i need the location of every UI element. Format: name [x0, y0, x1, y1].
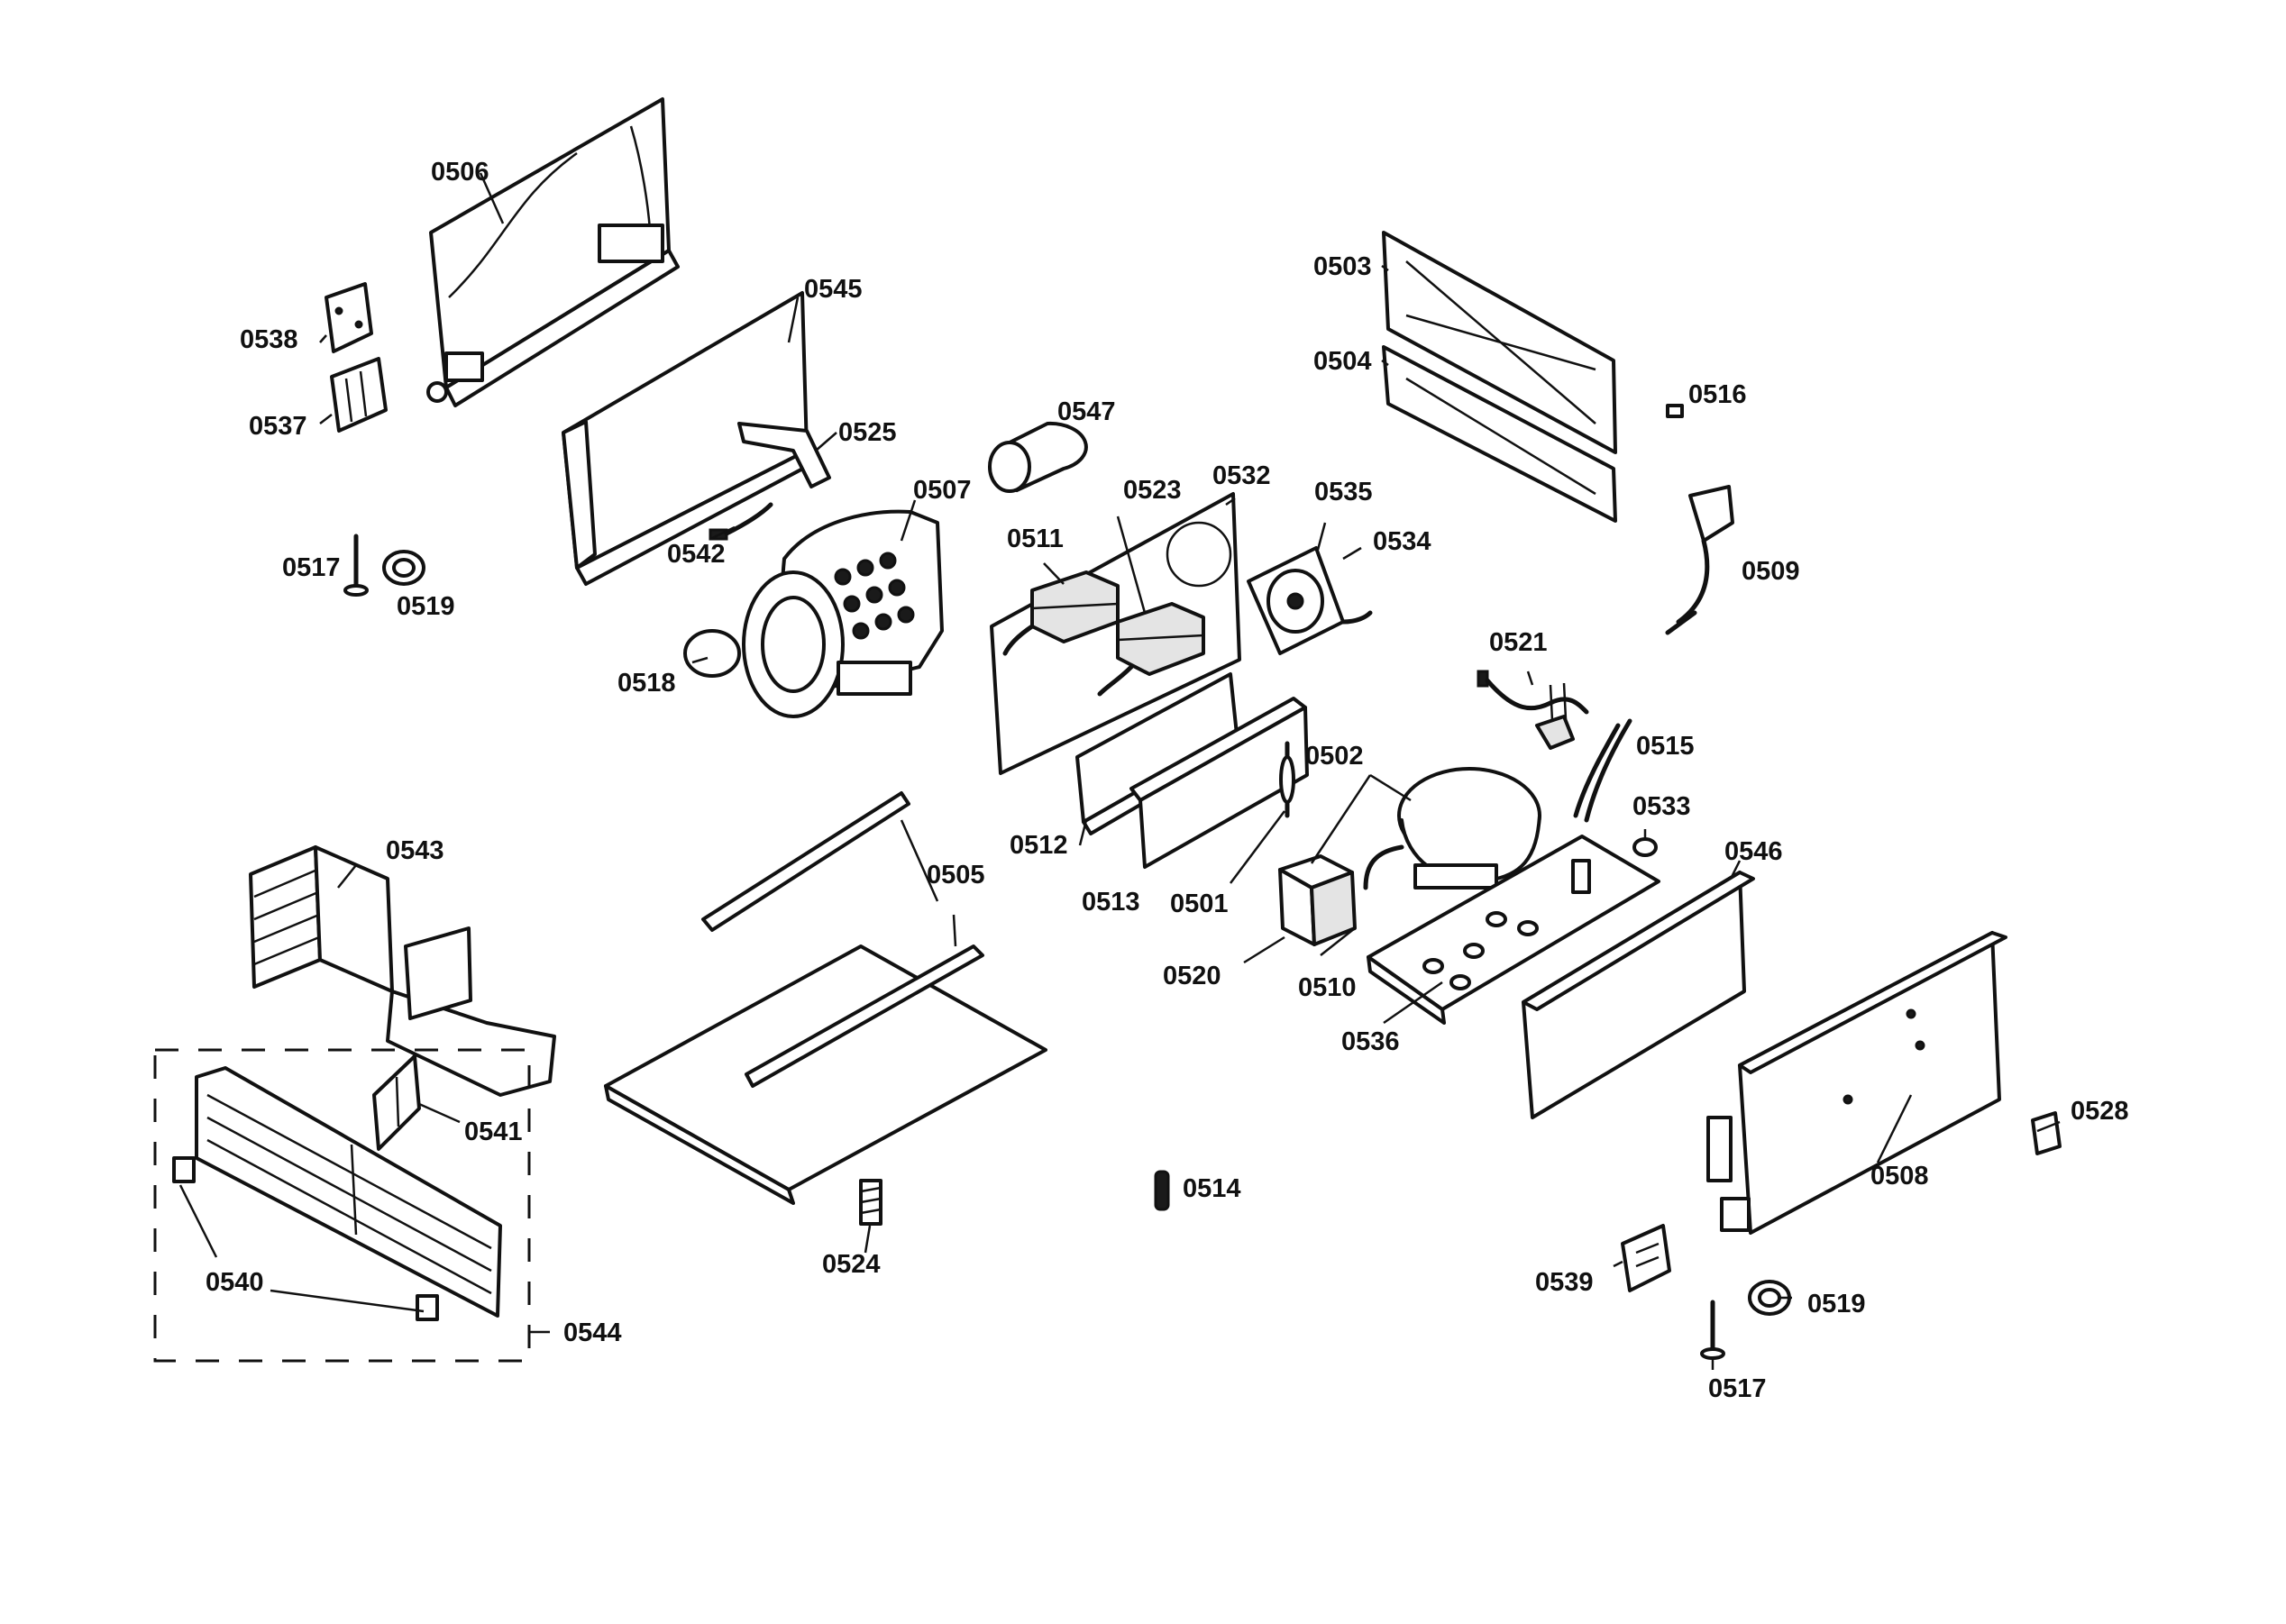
label-0501: 0501 [1170, 890, 1229, 918]
label-0515: 0515 [1636, 732, 1695, 761]
label-0543: 0543 [386, 836, 444, 865]
part-0520-box [1278, 854, 1357, 946]
label-0508: 0508 [1870, 1162, 1929, 1191]
part-0506-rear-panel [426, 97, 680, 407]
label-0536: 0536 [1341, 1027, 1400, 1056]
label-0524: 0524 [822, 1250, 881, 1279]
label-0502: 0502 [1305, 742, 1364, 771]
label-0517-right: 0517 [1708, 1374, 1767, 1403]
part-0537-hinge [330, 357, 388, 433]
label-0504: 0504 [1313, 347, 1372, 376]
part-0547-cylinder [988, 421, 1088, 493]
part-0518-gasket [683, 629, 741, 678]
label-0544: 0544 [563, 1318, 622, 1347]
part-0504-lower-panel [1382, 345, 1617, 523]
label-0540: 0540 [206, 1268, 264, 1297]
label-0511: 0511 [1007, 525, 1064, 553]
part-0517-screw-right [1700, 1300, 1725, 1360]
part-0517-screw-left [343, 534, 369, 597]
label-0546: 0546 [1724, 837, 1783, 866]
label-0534: 0534 [1373, 527, 1431, 556]
part-0501-drier [1279, 741, 1295, 818]
label-0533: 0533 [1632, 792, 1691, 821]
part-0533-nut [1632, 837, 1658, 857]
label-0532: 0532 [1212, 461, 1271, 490]
part-0515-tube [1573, 718, 1632, 823]
part-0541-bracket [372, 1054, 421, 1151]
part-0521-relay [1477, 670, 1589, 750]
part-0540-clip-b [416, 1294, 439, 1321]
label-0523: 0523 [1123, 476, 1182, 505]
label-0519-left: 0519 [397, 592, 455, 621]
part-0543-front-grille [249, 845, 556, 1097]
label-0535: 0535 [1314, 478, 1373, 506]
part-0538-bracket [325, 282, 373, 353]
assembly-0544-dashed-box [153, 1048, 531, 1363]
label-0512: 0512 [1010, 831, 1068, 860]
label-0514: 0514 [1183, 1174, 1241, 1203]
label-0525: 0525 [838, 418, 897, 447]
label-0541: 0541 [464, 1118, 523, 1146]
label-0547: 0547 [1057, 397, 1116, 426]
label-0516: 0516 [1688, 380, 1747, 409]
part-0516-clip [1666, 404, 1684, 418]
part-0503-top-panel [1382, 231, 1617, 454]
label-0538: 0538 [240, 325, 298, 354]
label-0545: 0545 [804, 275, 863, 304]
part-0544-kick-plate [195, 1066, 502, 1318]
label-0518: 0518 [617, 669, 676, 698]
label-0520: 0520 [1163, 962, 1221, 990]
part-0519-foot-left [382, 550, 425, 586]
part-0535-fan [1247, 546, 1373, 655]
part-0528-clip [2031, 1111, 2062, 1155]
part-0513-evaporator [1129, 697, 1309, 869]
part-0536-base-plate [1367, 835, 1660, 1025]
label-0505: 0505 [927, 861, 985, 890]
label-0537: 0537 [249, 412, 307, 441]
part-0545-side-panel [562, 291, 813, 586]
part-0509-power-cord [1665, 485, 1734, 635]
part-0523-transformer [1097, 602, 1205, 697]
label-0528: 0528 [2071, 1097, 2129, 1126]
label-0513: 0513 [1082, 888, 1140, 917]
label-0506: 0506 [431, 158, 489, 187]
part-0546-side-wall [1522, 871, 1755, 1119]
part-0507-fan-housing [742, 509, 944, 718]
part-0539-bracket [1621, 1224, 1671, 1292]
label-0507: 0507 [913, 476, 972, 505]
part-0505-strip [701, 791, 910, 932]
label-0521: 0521 [1489, 628, 1548, 657]
label-0510: 0510 [1298, 973, 1357, 1002]
part-0524-spring [859, 1179, 882, 1226]
label-0539: 0539 [1535, 1268, 1594, 1297]
label-0503: 0503 [1313, 252, 1372, 281]
label-0542: 0542 [667, 540, 726, 569]
part-0508-large-panel [1706, 931, 2007, 1235]
label-0519-right: 0519 [1807, 1290, 1866, 1318]
part-0532-mounting-plate [990, 492, 1241, 775]
part-0514-spacer [1154, 1170, 1170, 1211]
label-0509: 0509 [1742, 557, 1800, 586]
part-0505-tray [604, 944, 1047, 1205]
part-0525-bracket [737, 422, 831, 488]
part-0502-compressor [1363, 767, 1541, 890]
label-0517-left: 0517 [282, 553, 341, 582]
part-0540-clip-a [172, 1156, 196, 1183]
leader-lines [178, 172, 2061, 1370]
